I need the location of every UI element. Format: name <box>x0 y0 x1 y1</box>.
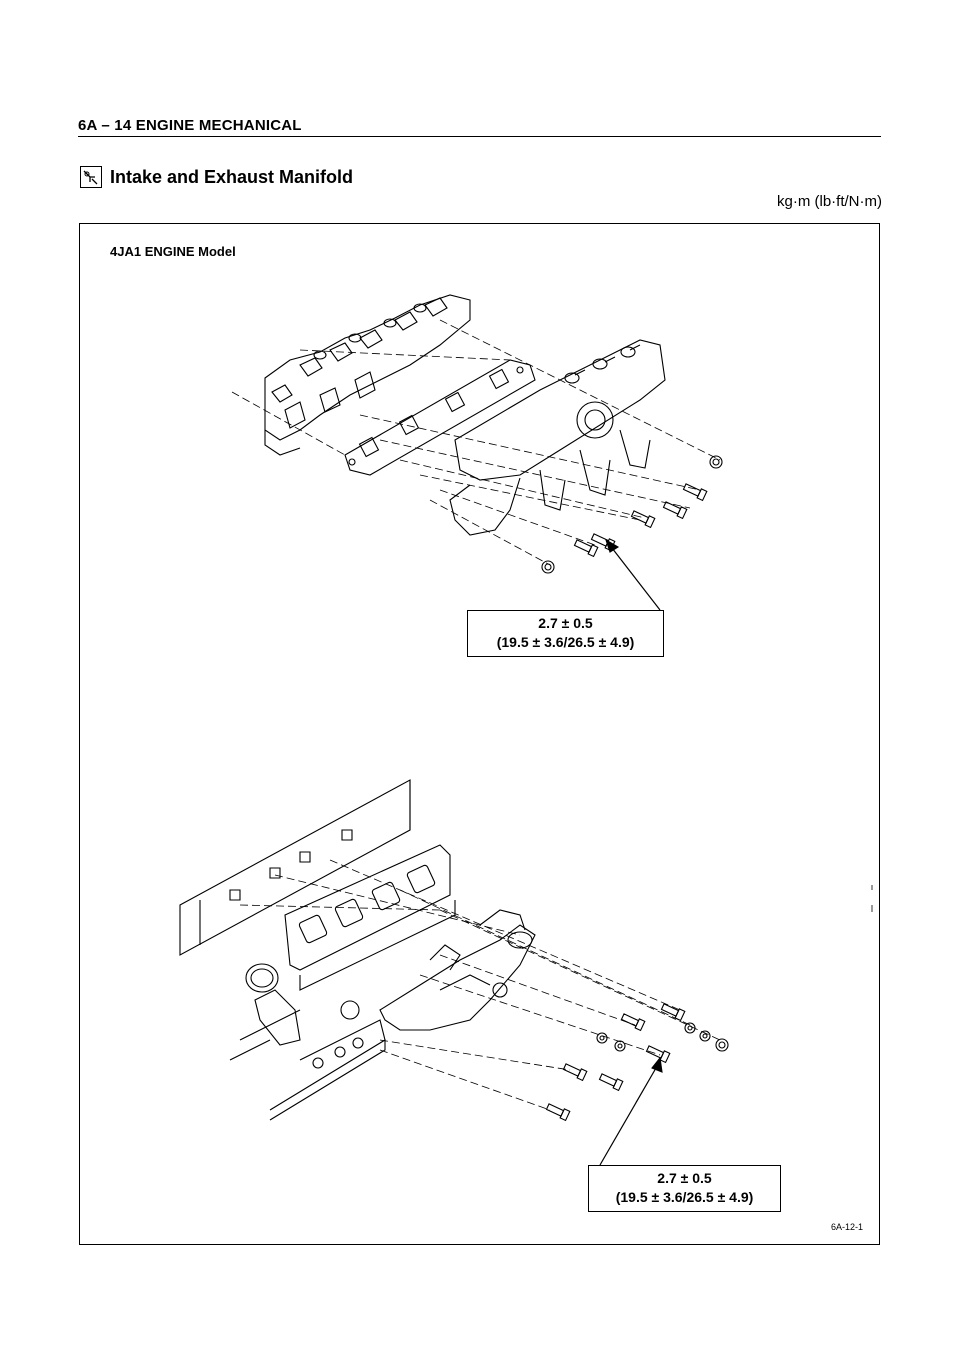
page-header: 6A – 14 ENGINE MECHANICAL <box>78 117 302 134</box>
exhaust-torque-lbft-nm: (19.5 ± 3.6/26.5 ± 4.9) <box>615 1189 754 1205</box>
exhaust-torque-spec-box: 2.7 ± 0.5 (19.5 ± 3.6/26.5 ± 4.9) <box>588 1165 781 1212</box>
cylinder-block-lower <box>180 780 410 1120</box>
intake-spec-pointer <box>612 548 660 610</box>
figure-frame <box>79 223 880 1245</box>
intake-torque-lbft-nm: (19.5 ± 3.6/26.5 ± 4.9) <box>496 634 635 650</box>
intake-fasteners <box>542 456 722 573</box>
exhaust-torque-kgm: 2.7 ± 0.5 <box>657 1170 712 1186</box>
intake-torque-spec-box: 2.7 ± 0.5 (19.5 ± 3.6/26.5 ± 4.9) <box>467 610 664 657</box>
intake-spec-arrowhead <box>606 540 618 552</box>
intake-gasket <box>345 360 535 475</box>
exhaust-fasteners <box>546 1002 728 1120</box>
torque-wrench-icon <box>80 166 102 188</box>
intake-guide-lines <box>232 320 720 565</box>
exhaust-spec-pointer <box>600 1068 656 1165</box>
intake-manifold <box>450 340 665 535</box>
section-title-row: Intake and Exhaust Manifold <box>80 164 353 190</box>
exhaust-guide-lines <box>240 860 720 1110</box>
torque-units: kg·m (lb·ft/N·m) <box>777 193 882 210</box>
intake-torque-kgm: 2.7 ± 0.5 <box>538 615 593 631</box>
engine-model-label: 4JA1 ENGINE Model <box>110 244 236 259</box>
section-title: Intake and Exhaust Manifold <box>110 166 354 187</box>
exhaust-spec-arrowhead <box>652 1058 662 1072</box>
figure-code: 6A-12-1 <box>831 1222 864 1232</box>
exhaust-manifold <box>380 910 535 1030</box>
exhaust-gasket-heatshield <box>285 845 455 990</box>
cylinder-head-upper <box>265 295 470 455</box>
header-rule <box>78 136 881 137</box>
